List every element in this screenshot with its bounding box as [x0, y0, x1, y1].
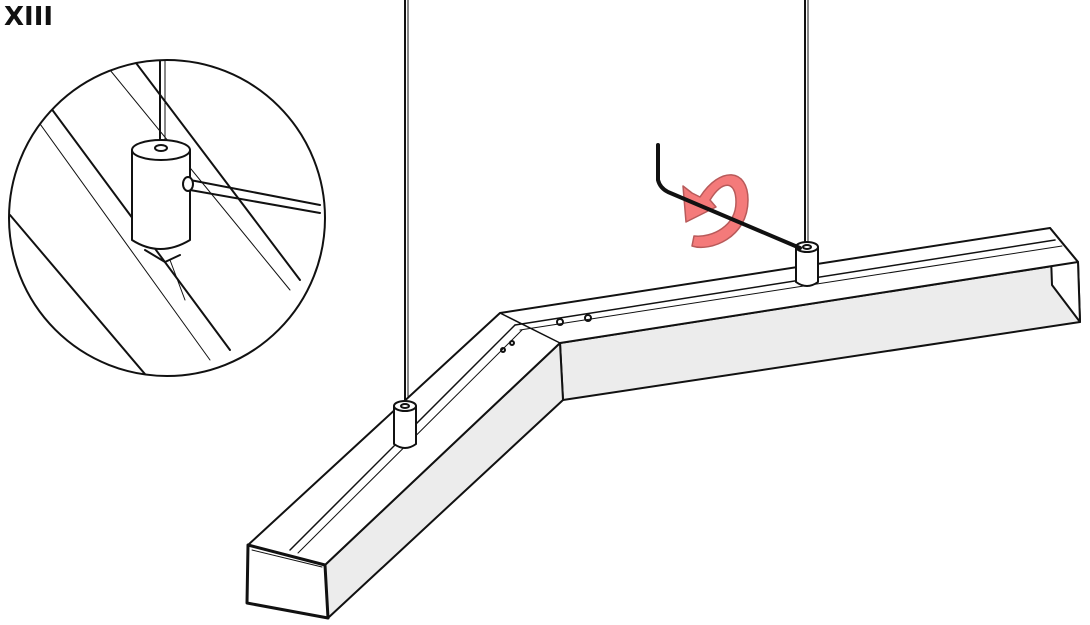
counterclockwise-rotation-arrow-icon [682, 174, 749, 248]
left-cable-grip [393, 400, 417, 449]
allen-key-icon [656, 143, 802, 250]
right-cable-grip [795, 241, 819, 287]
step-number-label: XIII [4, 2, 54, 32]
detail-inset [8, 59, 326, 377]
y-shaped-light-fixture [245, 227, 1081, 620]
